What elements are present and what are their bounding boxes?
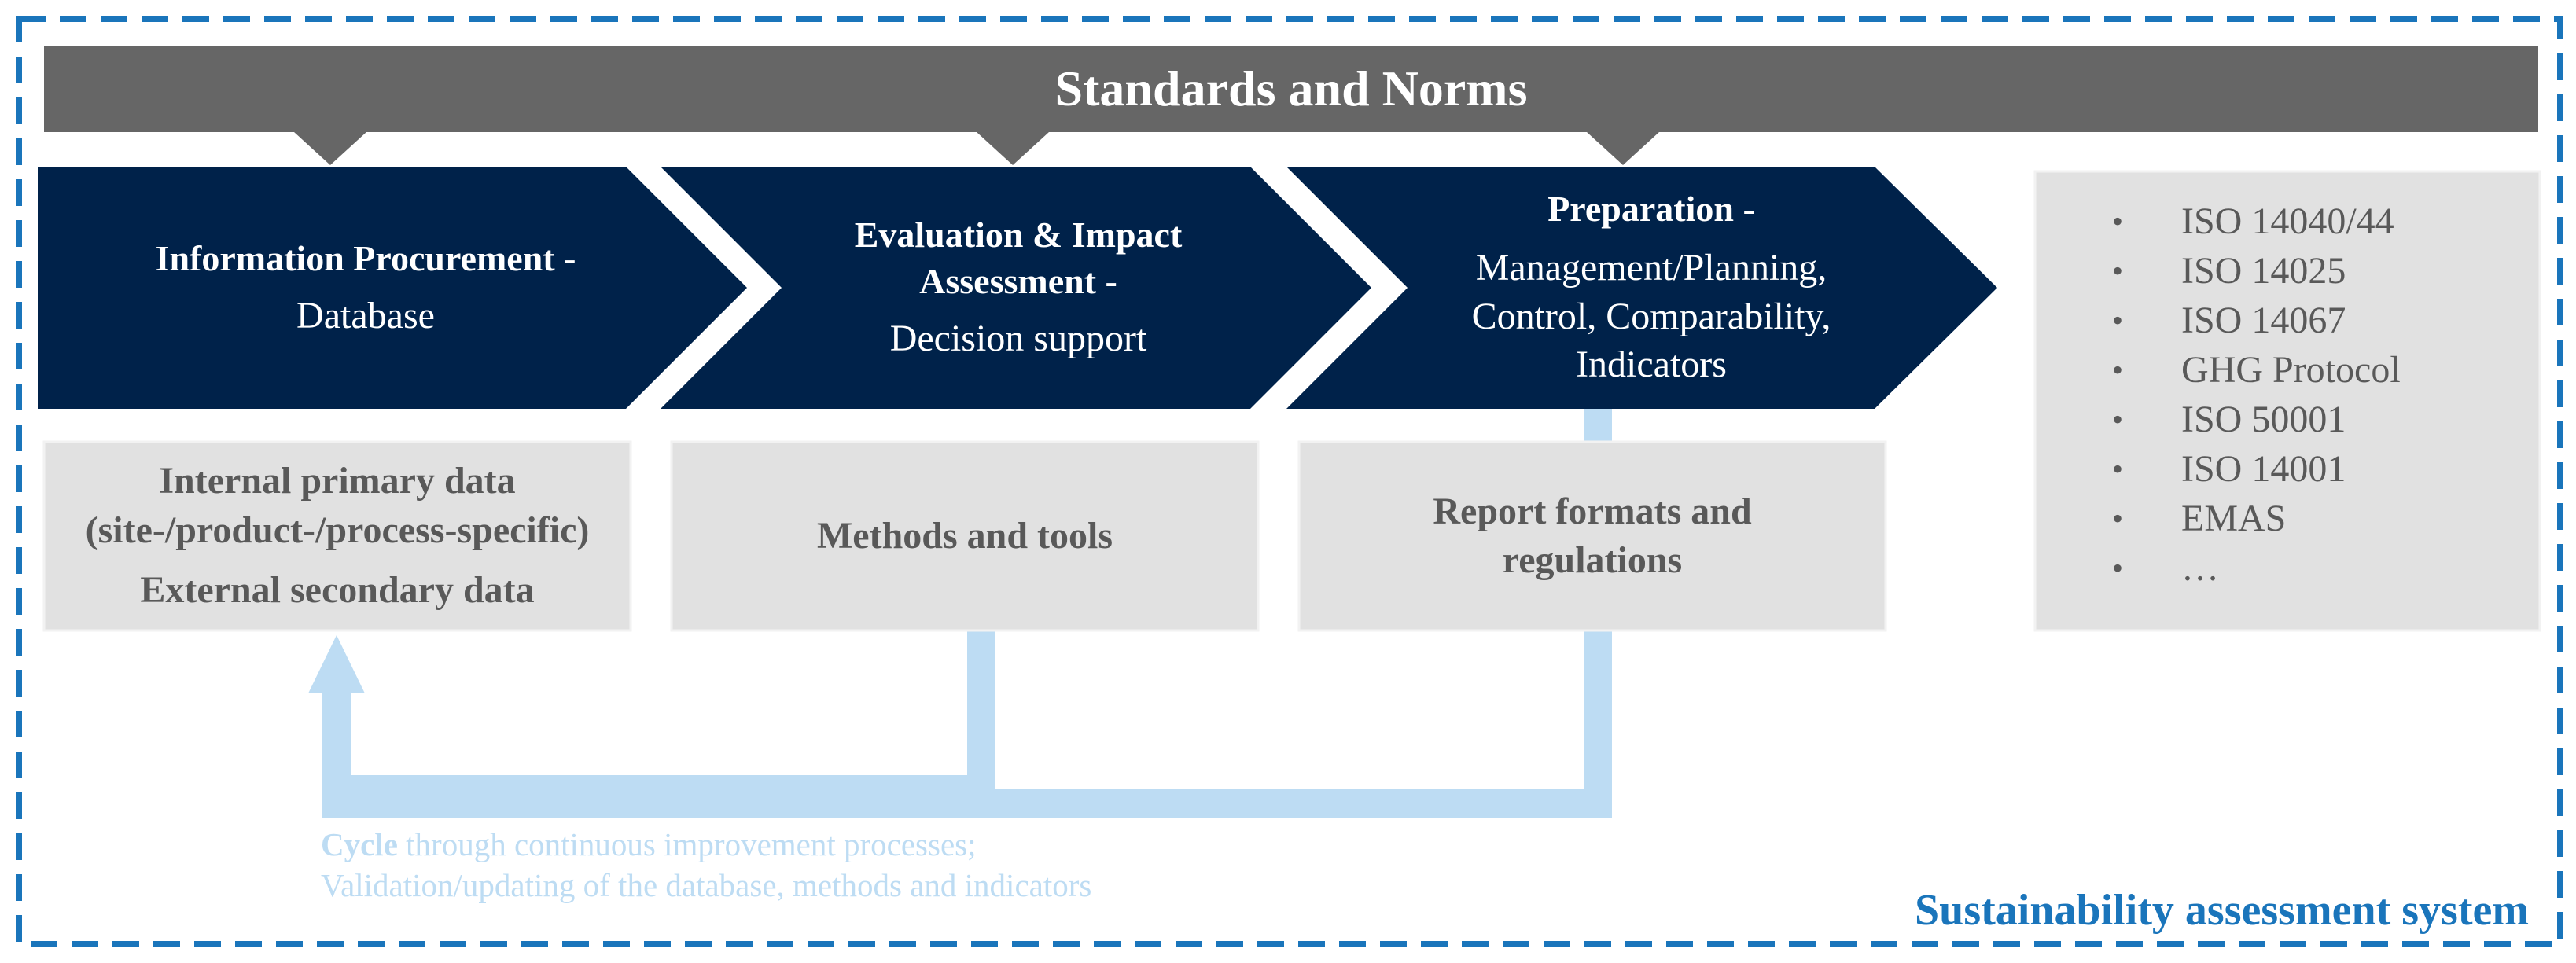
- stage-arrow-3: [1286, 167, 1997, 409]
- standards-box-shape: [2033, 170, 2541, 632]
- standards-banner-shape: [44, 46, 2538, 165]
- cycle-bold: Cycle: [321, 826, 398, 862]
- report-box: Report formats and regulations: [1299, 442, 1886, 630]
- standards-banner: Standards and Norms: [44, 46, 2538, 132]
- bullet-icon: •: [2112, 204, 2124, 239]
- stage-2-title: Evaluation & Impact Assessment -: [854, 215, 1183, 302]
- stage-3-subtitle: Management/Planning, Control, Comparabil…: [1471, 247, 1831, 386]
- system-frame: [16, 16, 2563, 947]
- stage-3-title: Preparation -: [1547, 189, 1755, 230]
- cycle-rest: through continuous improvement processes…: [397, 826, 977, 862]
- standards-item: •ISO 14040/44: [2112, 197, 2540, 246]
- stage-3: Preparation - Management/Planning, Contr…: [1408, 167, 1895, 409]
- bullet-icon: •: [2112, 451, 2124, 487]
- stage-2: Evaluation & Impact Assessment - Decisio…: [778, 167, 1258, 409]
- stage-arrow-1: [38, 167, 747, 409]
- cycle-line-1: Cycle through continuous improvement pro…: [321, 824, 1500, 865]
- cycle-caption: Cycle through continuous improvement pro…: [321, 824, 1500, 906]
- data-sources-secondary: External secondary data: [140, 569, 535, 612]
- bullet-icon: •: [2112, 501, 2124, 536]
- methods-box: Methods and tools: [672, 442, 1258, 630]
- stage-1: Information Procurement - Database: [47, 167, 684, 409]
- standards-item: •ISO 14025: [2112, 246, 2540, 296]
- stage-1-subtitle: Database: [296, 294, 435, 336]
- data-sources-box: Internal primary data (site-/product-/pr…: [44, 442, 631, 630]
- standards-item: •GHG Protocol: [2112, 345, 2540, 395]
- bullet-icon: •: [2112, 352, 2124, 388]
- bullet-icon: •: [2112, 550, 2124, 586]
- standards-item: •ISO 50001: [2112, 395, 2540, 444]
- bullet-icon: •: [2112, 303, 2124, 338]
- report-label: Report formats and regulations: [1433, 490, 1752, 581]
- box-1-shape: [42, 440, 632, 632]
- standards-item: •…: [2112, 543, 2540, 593]
- cycle-line-2: Validation/updating of the database, met…: [321, 867, 1092, 903]
- standards-item: •ISO 14067: [2112, 296, 2540, 345]
- box-2-shape: [670, 440, 1260, 632]
- stage-arrow-2: [661, 167, 1371, 409]
- system-label: Sustainability assessment system: [1910, 885, 2534, 935]
- standards-item: •ISO 14001: [2112, 444, 2540, 494]
- standards-list: •ISO 14040/44 •ISO 14025 •ISO 14067 •GHG…: [2112, 197, 2540, 593]
- standards-box: •ISO 14040/44 •ISO 14025 •ISO 14067 •GHG…: [2035, 171, 2540, 630]
- stage-1-title: Information Procurement -: [155, 237, 576, 278]
- methods-label: Methods and tools: [816, 514, 1113, 557]
- cycle-arrow: [308, 409, 1612, 818]
- page-title: Standards and Norms: [1054, 61, 1528, 116]
- data-sources-primary: Internal primary data (site-/product-/pr…: [85, 460, 590, 551]
- stage-2-subtitle: Decision support: [889, 318, 1147, 360]
- box-3-shape: [1297, 440, 1887, 632]
- standards-item: •EMAS: [2112, 494, 2540, 543]
- bullet-icon: •: [2112, 253, 2124, 289]
- bullet-icon: •: [2112, 402, 2124, 437]
